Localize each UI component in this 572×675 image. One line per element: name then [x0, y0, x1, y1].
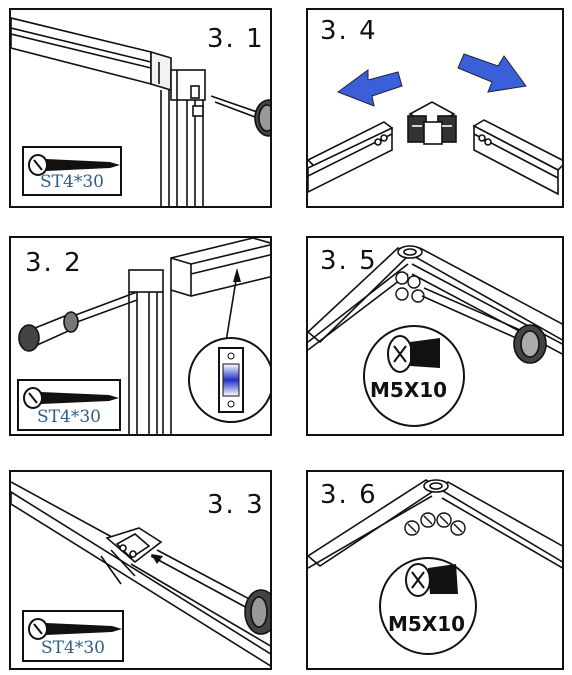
corner-connector	[407, 101, 457, 145]
screw-spec-box: ST4*30	[22, 146, 122, 196]
screw-spec-box: ST4*30	[17, 379, 121, 431]
panel-step-3-5: 3. 5 M5X10	[306, 236, 564, 436]
screw-label: ST4*30	[37, 407, 101, 427]
screw-label: M5X10	[388, 612, 466, 636]
step-number: 3. 6	[320, 480, 378, 510]
panel-step-3-4: 3. 4	[306, 8, 564, 208]
right-rail	[472, 119, 562, 196]
step-number: 3. 3	[207, 490, 265, 520]
step-number: 3. 1	[207, 24, 265, 54]
screwdriver	[18, 291, 138, 352]
step-number: 3. 2	[25, 248, 83, 278]
corner-screws	[404, 512, 466, 536]
panel-step-3-3: 3. 3 ST4*30	[9, 470, 272, 670]
step-3-3-illustration	[11, 481, 270, 667]
vertical-post	[128, 269, 172, 434]
step-number: 3. 4	[320, 16, 378, 46]
screw-label: ST4*30	[40, 172, 104, 192]
corner-screws	[395, 271, 425, 303]
step-3-5-illustration	[308, 245, 562, 427]
panel-step-3-2: 3. 2 ST4*30	[9, 236, 272, 436]
step-3-2-illustration	[18, 238, 270, 434]
screwdriver	[210, 95, 270, 137]
screw-label: M5X10	[370, 378, 448, 402]
arrow-right-icon	[457, 53, 527, 93]
vertical-post	[160, 69, 206, 206]
screw-icon	[28, 154, 120, 176]
screwdriver	[150, 549, 270, 635]
panel-step-3-1: 3. 1 ST4*30	[9, 8, 272, 208]
step-number: 3. 5	[320, 246, 378, 276]
rail-beam	[11, 481, 270, 667]
pointer-arrow-icon	[233, 268, 241, 282]
magnified-slot-detail	[188, 337, 270, 423]
rail-beam	[11, 17, 172, 92]
screw-spec-box: ST4*30	[22, 610, 124, 662]
screw-icon	[28, 618, 122, 640]
step-3-6-illustration	[308, 479, 562, 655]
magnified-screw-detail	[363, 325, 465, 427]
step-3-1-illustration	[11, 17, 270, 206]
screw-icon	[23, 387, 119, 409]
screw-label: ST4*30	[41, 638, 105, 658]
left-rail	[308, 121, 394, 193]
step-3-4-illustration	[308, 53, 562, 196]
arrow-left-icon	[336, 69, 403, 107]
panel-step-3-6: 3. 6 M5X10	[306, 470, 564, 670]
magnified-screw-detail	[379, 557, 477, 655]
screwdriver	[421, 287, 547, 364]
corner-rails	[308, 479, 562, 569]
rail-beam	[170, 238, 270, 297]
